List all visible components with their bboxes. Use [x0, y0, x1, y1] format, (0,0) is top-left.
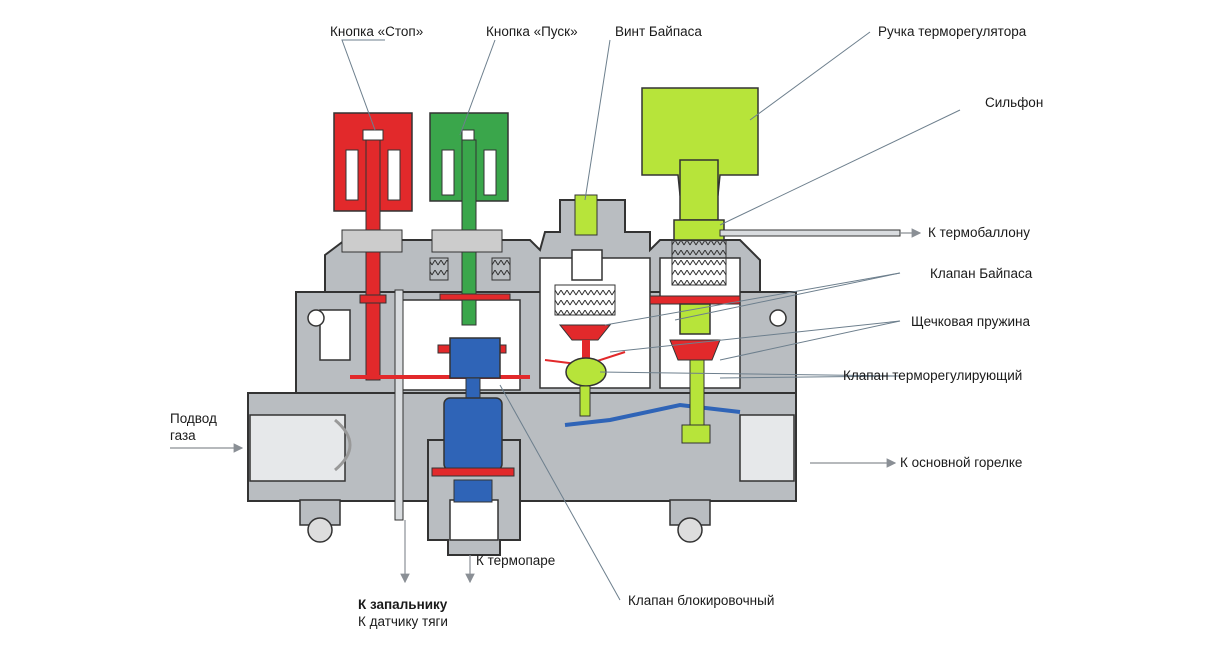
bypass-screw-label: Винт Байпаса	[615, 24, 702, 39]
gas-inlet-label-line2: газа	[170, 428, 196, 443]
thermo-valve-label: Клапан терморегулирующий	[843, 368, 1023, 383]
stop-button-assembly	[333, 112, 530, 381]
thermocouple-label: К термопаре	[476, 553, 556, 568]
thermostat-knob-label: Ручка терморегулятора	[878, 24, 1027, 39]
bellows-label: Сильфон	[985, 95, 1044, 110]
lock-valve-assembly	[431, 337, 515, 503]
cheek-spring-label: Щечковая пружина	[911, 314, 1031, 329]
start-button-label: Кнопка «Пуск»	[486, 24, 578, 39]
bypass-assembly	[544, 194, 741, 427]
lock-valve-label: Клапан блокировочный	[628, 593, 775, 608]
start-button-assembly	[429, 112, 511, 326]
thermo-bulb-label: К термобаллону	[928, 225, 1031, 240]
draft-sensor-label: К датчику тяги	[358, 614, 448, 629]
flow-arrows	[170, 228, 922, 584]
stop-button-label: Кнопка «Стоп»	[330, 24, 424, 39]
bypass-valve-label: Клапан Байпаса	[930, 266, 1033, 281]
thermostat-assembly	[641, 87, 901, 444]
pilot-label: К запальнику	[358, 597, 448, 612]
main-burner-label: К основной горелке	[900, 455, 1023, 470]
leader-lines	[341, 31, 961, 601]
gas-inlet-label-line1: Подвод	[170, 411, 217, 426]
